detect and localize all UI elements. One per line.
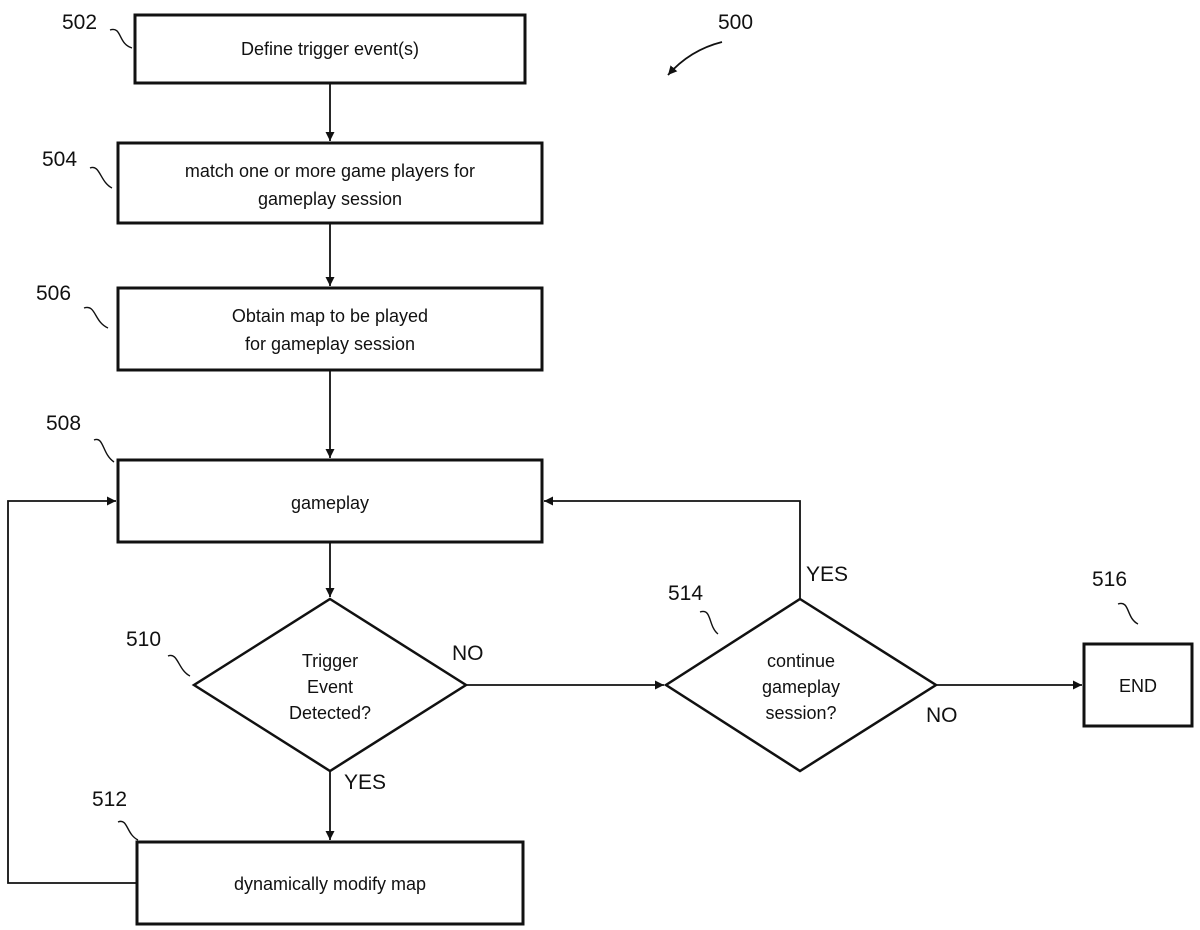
node-text-514-line3: session?	[765, 703, 836, 723]
node-text-514-line2: gameplay	[762, 677, 840, 697]
process-box-506	[118, 288, 542, 370]
edge-label-514-yes: YES	[806, 563, 848, 586]
node-text-510-line1: Trigger	[302, 651, 358, 671]
node-text-516-line1: END	[1119, 676, 1157, 696]
ref-label-516: 516	[1092, 568, 1127, 591]
edge-512-508-loop	[8, 501, 137, 883]
ref-label-504: 504	[42, 148, 77, 171]
node-text-510-line3: Detected?	[289, 703, 371, 723]
ref-leader-516	[1118, 603, 1138, 624]
figure-pointer-arrow	[668, 42, 722, 75]
node-text-506-line2: for gameplay session	[245, 334, 415, 354]
ref-leader-502	[110, 29, 132, 48]
edge-label-514-no: NO	[926, 704, 958, 727]
process-box-504	[118, 143, 542, 223]
ref-label-512: 512	[92, 788, 127, 811]
ref-label-514: 514	[668, 582, 703, 605]
node-text-502-line1: Define trigger event(s)	[241, 39, 419, 59]
ref-leader-510	[168, 655, 190, 676]
edge-label-510-no: NO	[452, 642, 484, 665]
node-text-510-line2: Event	[307, 677, 353, 697]
ref-label-506: 506	[36, 282, 71, 305]
edge-label-510-yes: YES	[344, 771, 386, 794]
ref-label-502: 502	[62, 11, 97, 34]
node-text-508-line1: gameplay	[291, 493, 369, 513]
ref-leader-508	[94, 439, 114, 462]
node-text-506-line1: Obtain map to be played	[232, 306, 428, 326]
ref-label-510: 510	[126, 628, 161, 651]
node-text-504-line1: match one or more game players for	[185, 161, 475, 181]
ref-leader-506	[84, 307, 108, 328]
node-text-514-line1: continue	[767, 651, 835, 671]
figure-number: 500	[718, 11, 753, 34]
node-text-504-line2: gameplay session	[258, 189, 402, 209]
ref-leader-512	[118, 821, 138, 840]
ref-leader-504	[90, 167, 112, 188]
ref-leader-514	[700, 611, 718, 634]
node-text-512-line1: dynamically modify map	[234, 874, 426, 894]
ref-label-508: 508	[46, 412, 81, 435]
